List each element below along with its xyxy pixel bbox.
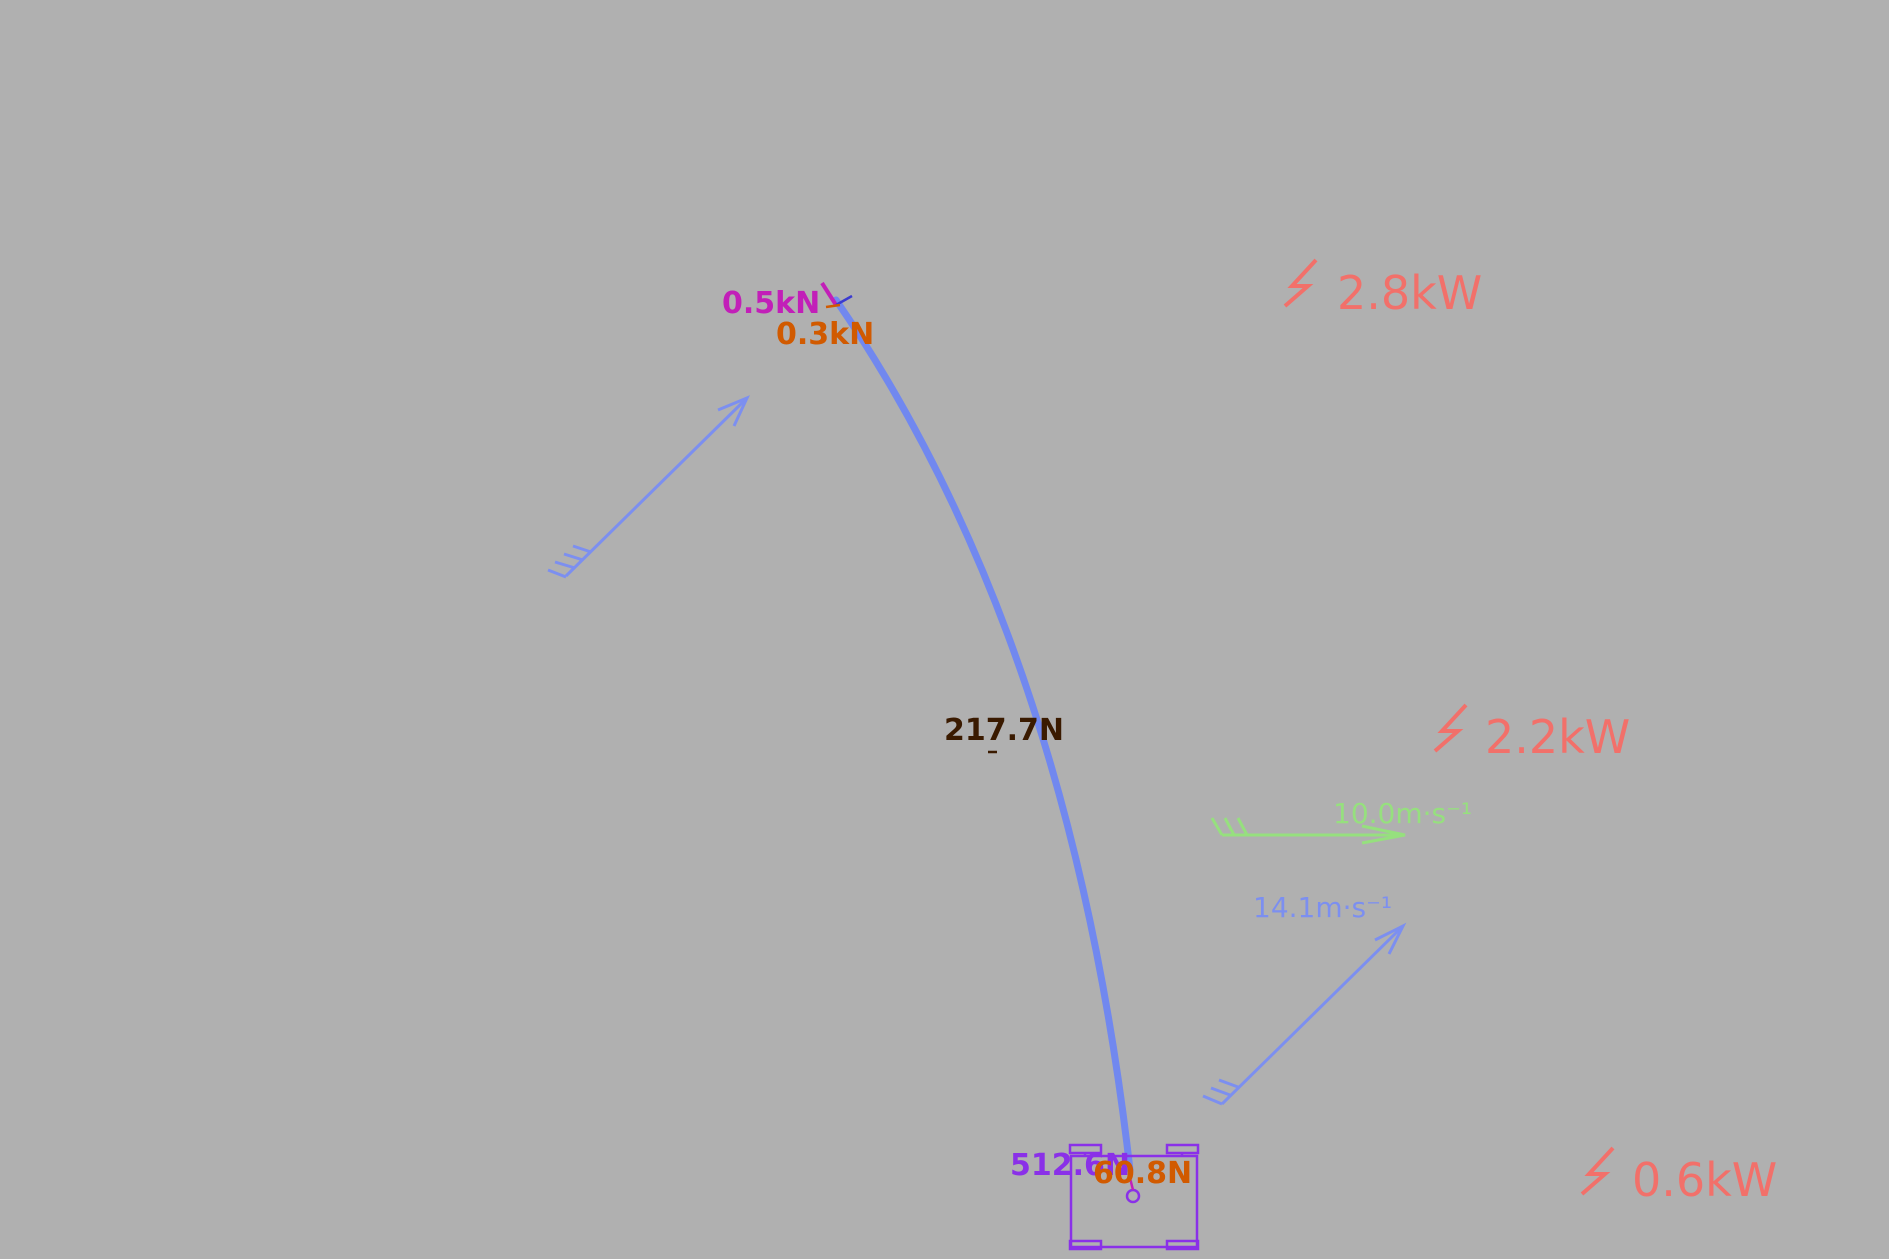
kite-icon bbox=[820, 281, 853, 309]
lightning-icon bbox=[1283, 258, 1318, 308]
power-reading-2: 2.2kW bbox=[1433, 703, 1630, 764]
power-reading-1: 2.8kW bbox=[1283, 258, 1482, 320]
power-value: 0.6kW bbox=[1632, 1153, 1777, 1207]
top-tension-label: 0.3kN bbox=[776, 317, 874, 352]
top-force-label: 0.5kN bbox=[722, 286, 820, 321]
power-value: 2.8kW bbox=[1337, 266, 1482, 320]
mid-tension-label: 217.7N bbox=[944, 713, 1064, 748]
apparent-speed-arrow bbox=[1202, 922, 1407, 1106]
upper-wind-vector-arrow bbox=[547, 395, 750, 579]
base-tension-label: 60.8N bbox=[1093, 1156, 1192, 1191]
ground-station-icon bbox=[1068, 1143, 1200, 1251]
apparent-speed-label: 14.1m·s⁻¹ bbox=[1253, 891, 1392, 924]
power-value: 2.2kW bbox=[1485, 710, 1630, 764]
tether-line bbox=[832, 296, 1134, 1174]
lightning-icon bbox=[1433, 703, 1468, 753]
base-force-label: 512.6N bbox=[1010, 1148, 1130, 1183]
wind-speed-label: 10.0m·s⁻¹ bbox=[1333, 797, 1472, 830]
wind-speed-arrow bbox=[1210, 817, 1406, 845]
lightning-icon bbox=[1580, 1146, 1615, 1196]
power-reading-3: 0.6kW bbox=[1580, 1146, 1777, 1207]
